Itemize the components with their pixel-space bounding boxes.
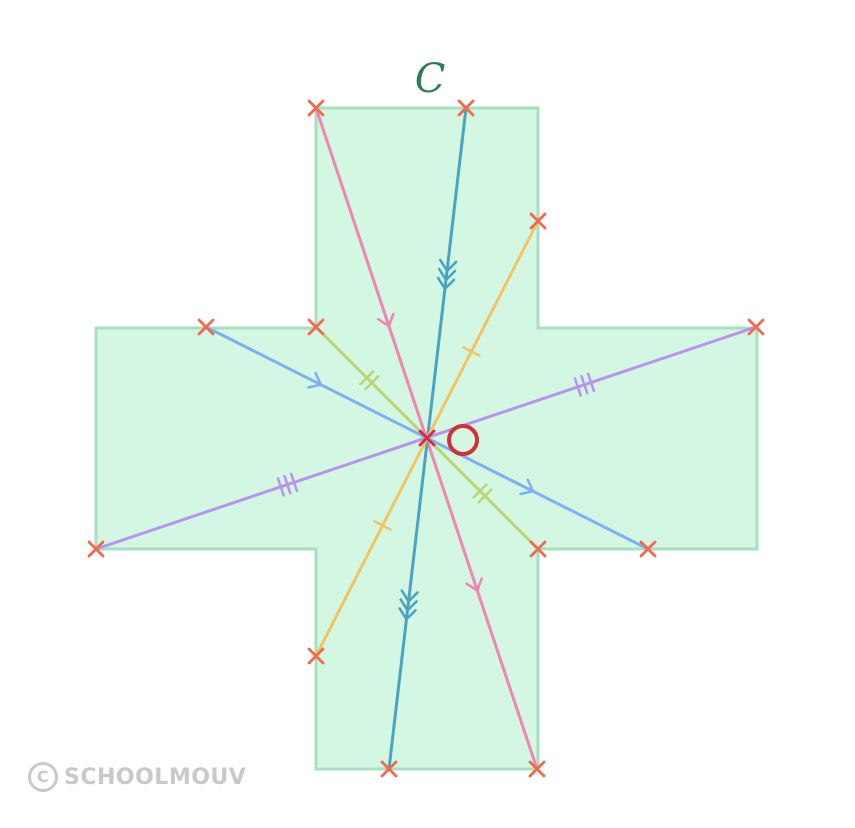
tick-mark-teal-1 xyxy=(436,258,458,291)
tick-mark-olive-2-stroke xyxy=(477,488,493,504)
point-marker-blue-start xyxy=(197,318,215,336)
point-marker-teal-end-stroke xyxy=(380,760,398,778)
point-marker-pink-end xyxy=(528,760,546,778)
point-marker-yellow-end xyxy=(307,647,325,665)
tick-mark-olive-1-stroke xyxy=(364,375,380,391)
point-marker-olive-end xyxy=(529,540,547,558)
tick-mark-teal-1-stroke xyxy=(436,276,456,291)
symmetric-segments xyxy=(94,106,758,771)
point-marker-purple-end xyxy=(87,540,105,558)
center-point-cross xyxy=(418,429,436,447)
tick-mark-pink-2 xyxy=(465,577,483,593)
watermark: C SCHOOLMOUV xyxy=(28,762,246,792)
point-marker-pink-start-stroke xyxy=(307,99,325,117)
tick-mark-teal-2-stroke xyxy=(399,598,418,613)
shape-label: C xyxy=(415,56,446,102)
tick-mark-blue-2 xyxy=(519,478,535,496)
tick-mark-blue-1-stroke xyxy=(307,371,323,389)
tick-mark-teal-2-stroke xyxy=(400,589,419,604)
tick-mark-pink-2-stroke xyxy=(465,577,483,593)
tick-mark-purple-2-stroke xyxy=(289,472,299,493)
tick-mark-teal-2 xyxy=(398,589,419,622)
tick-mark-purple-2-stroke xyxy=(283,474,292,495)
tick-mark-purple-2 xyxy=(276,472,299,497)
point-marker-pink-start xyxy=(307,99,325,117)
tick-mark-teal-1-stroke xyxy=(439,258,458,273)
tick-mark-purple-2-stroke xyxy=(276,477,285,497)
tick-mark-yellow-1 xyxy=(462,346,481,357)
tick-mark-yellow-1-stroke xyxy=(462,346,481,357)
center-point-cross-stroke xyxy=(418,429,436,447)
tick-mark-olive-1-stroke xyxy=(359,370,375,386)
point-marker-purple-start xyxy=(747,318,765,336)
point-marker-olive-end-stroke xyxy=(529,540,547,558)
copyright-icon: C xyxy=(28,762,58,792)
point-marker-blue-end xyxy=(639,540,657,558)
tick-mark-teal-1-stroke xyxy=(437,267,457,282)
tick-mark-olive-1 xyxy=(359,370,380,391)
tick-mark-purple-1-stroke xyxy=(573,377,582,397)
point-marker-teal-end xyxy=(380,760,398,778)
tick-mark-olive-2 xyxy=(472,483,493,504)
point-marker-purple-end-stroke xyxy=(87,540,105,558)
watermark-text: SCHOOLMOUV xyxy=(64,764,247,790)
point-markers xyxy=(87,99,765,778)
center-point-marker xyxy=(447,424,479,456)
tick-mark-teal-2-stroke xyxy=(398,607,417,622)
tick-mark-blue-2-stroke xyxy=(519,478,535,496)
tick-mark-olive-2-stroke xyxy=(472,483,488,499)
point-marker-teal-start xyxy=(457,99,475,117)
point-marker-olive-start xyxy=(307,318,325,336)
point-marker-teal-start-stroke xyxy=(457,99,475,117)
point-marker-purple-start-stroke xyxy=(747,318,765,336)
tick-mark-pink-1 xyxy=(376,312,395,329)
tick-mark-yellow-2 xyxy=(373,520,392,531)
point-marker-blue-end-stroke xyxy=(639,540,657,558)
point-marker-olive-start-stroke xyxy=(307,318,325,336)
point-marker-yellow-start-stroke xyxy=(529,212,547,230)
tick-mark-purple-1-stroke xyxy=(580,374,589,395)
tick-mark-purple-1 xyxy=(573,372,596,397)
point-marker-yellow-end-stroke xyxy=(307,647,325,665)
tick-mark-blue-1 xyxy=(307,371,323,389)
point-marker-yellow-start xyxy=(529,212,547,230)
point-marker-pink-end-stroke xyxy=(528,760,546,778)
point-marker-blue-start-stroke xyxy=(197,318,215,336)
tick-mark-pink-1-stroke xyxy=(376,312,395,329)
tick-mark-purple-1-stroke xyxy=(586,372,596,393)
tick-mark-yellow-2-stroke xyxy=(373,520,392,531)
segment-tick-marks xyxy=(276,258,596,622)
